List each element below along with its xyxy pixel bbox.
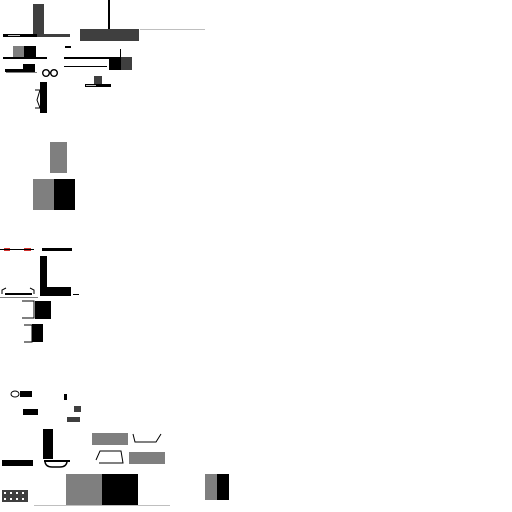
left-slider-bar (5, 293, 32, 295)
bottom-tick (64, 394, 67, 400)
hourglass-icon (35, 89, 41, 109)
l-shape-horizontal (40, 287, 71, 296)
top-tall-gray-block (33, 4, 44, 36)
left-slider-underline (0, 297, 38, 298)
bowl-icon (44, 460, 70, 468)
mid-tall-gray-block (50, 142, 67, 173)
l-shape-vertical (40, 256, 47, 296)
pair-block-gray (13, 46, 24, 57)
left-slider-bracket-right (29, 287, 35, 294)
bracket-block-1 (35, 301, 51, 319)
pair-block-black (24, 46, 36, 57)
bottom-faint-line (34, 505, 170, 506)
bottom-wide-black-bar (2, 460, 33, 466)
mid-wide-gray-block (33, 179, 54, 210)
top-faint-line (140, 29, 205, 30)
row3-mid-line (64, 66, 107, 67)
red-connector-line (0, 249, 34, 250)
glasses-icon (42, 68, 59, 77)
bottom-gray-pill-left (92, 433, 128, 445)
bottom-block-a (23, 409, 38, 415)
row3-bar-underline (6, 72, 37, 73)
mid-wide-black-block (54, 179, 75, 210)
row3-bar-right (23, 64, 35, 73)
bottom-cluster (2, 390, 229, 506)
bottom-tall-bar (43, 429, 53, 459)
top-mid-bar (37, 34, 70, 37)
bracket-block-2 (32, 324, 43, 342)
right-small-square-gray (121, 57, 132, 70)
top-wide-block-left (80, 29, 112, 41)
top-cluster (3, 0, 205, 113)
film-strip-icon (2, 490, 28, 502)
top-vertical-line (108, 0, 110, 30)
left-slider-bracket (1, 287, 7, 294)
small-circle-icon (10, 390, 20, 398)
lower-cluster (0, 248, 79, 343)
small-dash (65, 46, 71, 48)
bottom-block-c (67, 417, 80, 422)
row3-bar-left (5, 69, 27, 72)
bracket-shape-1 (22, 300, 35, 319)
pair-base-line (3, 57, 47, 59)
right-small-line (120, 49, 121, 57)
header-black-bar (42, 248, 72, 251)
top-left-bar-highlight (8, 35, 20, 36)
bottom-tray-outline-1 (132, 433, 162, 443)
bottom-right-gray-block (205, 474, 217, 500)
bottom-right-black-block (217, 474, 229, 500)
l-shape-tick (73, 294, 79, 295)
bottom-block-b (74, 406, 81, 412)
bracket-shape-2 (24, 324, 33, 343)
bottom-tray-outline-2 (95, 450, 124, 464)
small-gray-square (94, 76, 102, 84)
right-small-square-black (109, 57, 121, 70)
bottom-small-bar (20, 391, 32, 397)
top-wide-block-right (112, 29, 139, 41)
small-base-dashed-light (86, 85, 96, 86)
bottom-large-gray-block (66, 474, 102, 506)
mid-bar-long (64, 57, 110, 59)
bottom-large-black-block (102, 474, 138, 506)
narrow-vertical-bar (40, 82, 47, 113)
small-base-dashed (85, 84, 111, 87)
middle-cluster (33, 142, 75, 210)
bottom-gray-pill-right (129, 452, 165, 464)
